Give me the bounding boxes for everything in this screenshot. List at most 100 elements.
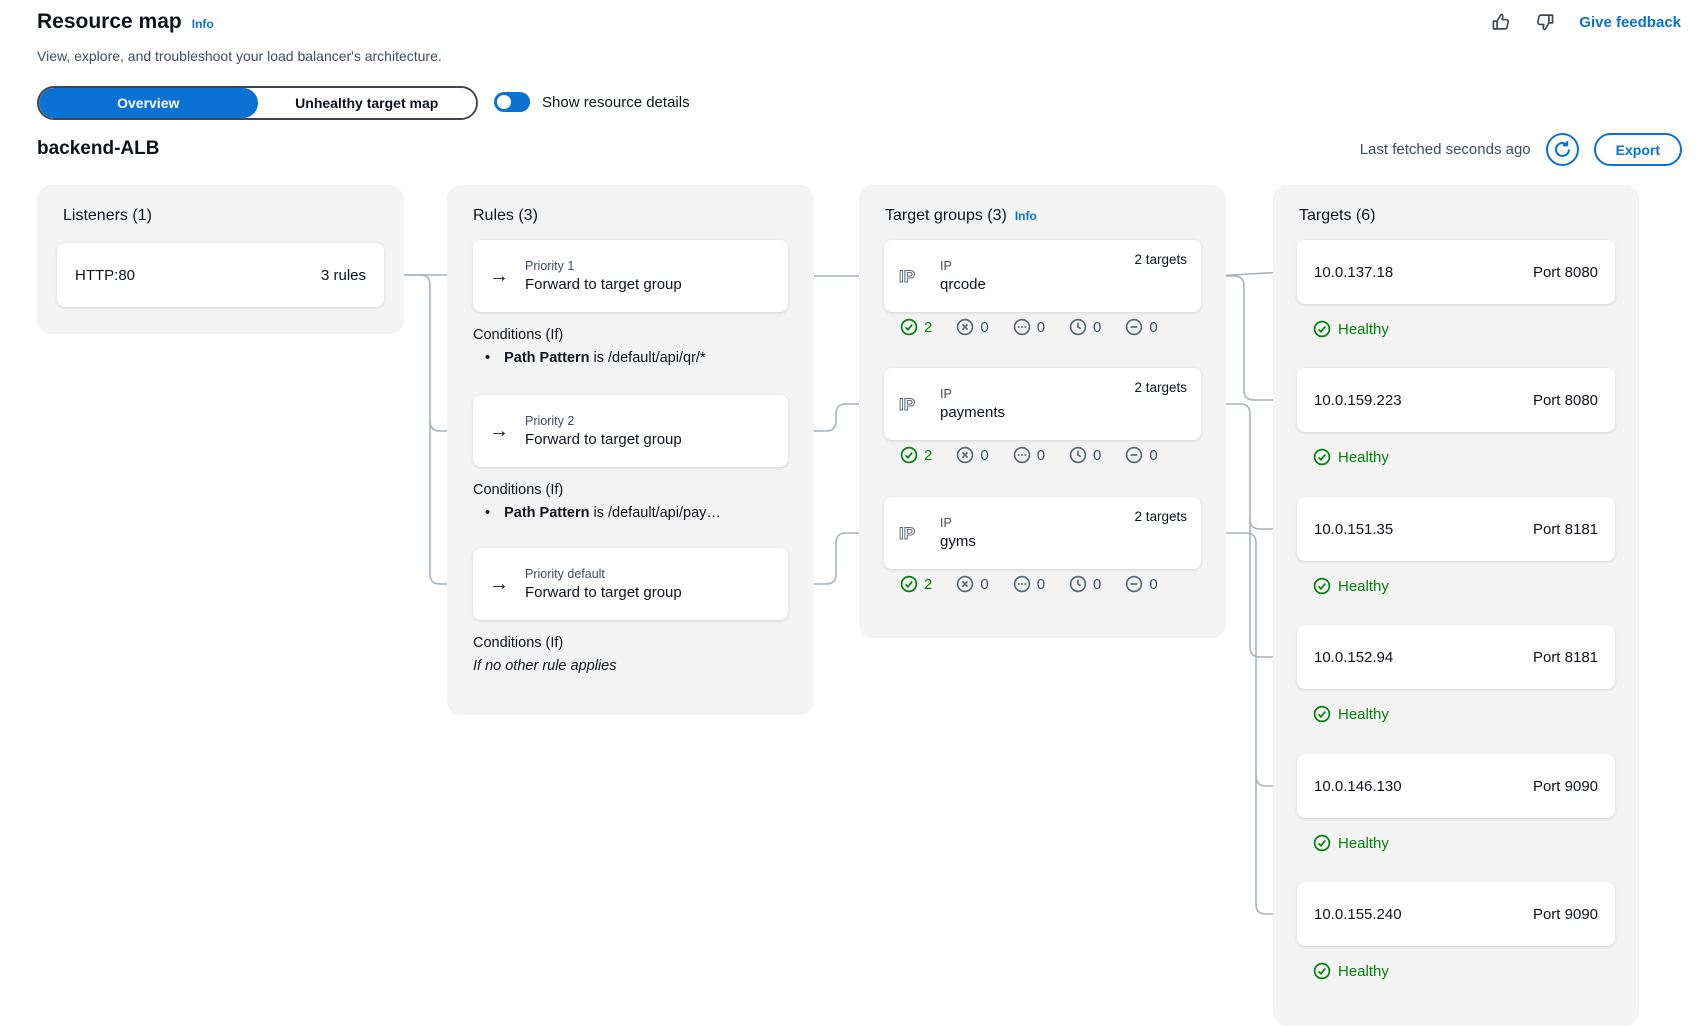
status-label: Healthy [1338, 321, 1389, 338]
listeners-panel: Listeners (1) HTTP:80 3 rules [37, 185, 404, 334]
forward-arrow-icon: → [489, 421, 509, 441]
target-groups-title-text: Target groups (3) [885, 207, 1007, 225]
unhealthy-count-icon [956, 575, 974, 593]
target-group-target-count: 2 targets [1134, 380, 1187, 395]
rule-priority: Priority 2 [525, 414, 682, 428]
rule-card-priority-default[interactable]: → Priority default Forward to target gro… [473, 548, 788, 620]
target-health-status: Healthy [1313, 834, 1389, 852]
target-card[interactable]: 10.0.146.130 Port 9090 [1297, 754, 1615, 818]
forward-arrow-icon: → [489, 574, 509, 594]
listener-card[interactable]: HTTP:80 3 rules [57, 243, 384, 307]
target-group-type: IP [940, 259, 986, 273]
unhealthy-count-icon [956, 446, 974, 464]
toggle-knob [497, 95, 511, 109]
rule-1-conditions: Conditions (If) • Path Pattern is /defau… [473, 327, 793, 366]
page-header: Resource map Info [37, 10, 214, 34]
status-label: Healthy [1338, 578, 1389, 595]
target-ip: 10.0.137.18 [1314, 264, 1393, 281]
healthy-count-icon [900, 575, 918, 593]
target-port: Port 9090 [1533, 778, 1598, 795]
target-group-card-payments[interactable]: IP IP payments 2 targets [884, 368, 1201, 440]
target-health-status: Healthy [1313, 962, 1389, 980]
refresh-icon [1553, 140, 1572, 159]
target-groups-panel-title: Target groups (3) Info [885, 207, 1037, 225]
target-card[interactable]: 10.0.151.35 Port 8181 [1297, 497, 1615, 561]
target-group-name: payments [940, 404, 1005, 421]
svg-text:IP: IP [899, 524, 915, 543]
rules-panel-title: Rules (3) [473, 207, 538, 225]
conditions-title: Conditions (If) [473, 635, 793, 651]
draining-count-icon [1069, 318, 1087, 336]
give-feedback-link[interactable]: Give feedback [1579, 14, 1681, 31]
draining-count-icon [1069, 446, 1087, 464]
show-resource-details-toggle[interactable] [494, 92, 530, 112]
target-port: Port 8181 [1533, 649, 1598, 666]
target-card[interactable]: 10.0.159.223 Port 8080 [1297, 368, 1615, 432]
healthy-icon [1313, 448, 1331, 466]
target-ip: 10.0.151.35 [1314, 521, 1393, 538]
unused-count-icon [1125, 575, 1143, 593]
rule-action: Forward to target group [525, 431, 682, 448]
target-groups-panel: Target groups (3) Info IP IP qrcode 2 ta… [859, 185, 1226, 638]
unused-count-icon [1125, 446, 1143, 464]
target-port: Port 8080 [1533, 392, 1598, 409]
forward-arrow-icon: → [489, 266, 509, 286]
healthy-icon [1313, 577, 1331, 595]
healthy-count-icon [900, 318, 918, 336]
svg-text:IP: IP [899, 395, 915, 414]
target-group-card-gyms[interactable]: IP IP gyms 2 targets [884, 497, 1201, 569]
target-health-status: Healthy [1313, 448, 1389, 466]
healthy-icon [1313, 320, 1331, 338]
target-group-name: gyms [940, 533, 976, 550]
page-title: Resource map [37, 10, 182, 34]
svg-text:IP: IP [899, 267, 915, 286]
target-card[interactable]: 10.0.137.18 Port 8080 [1297, 240, 1615, 304]
target-group-target-count: 2 targets [1134, 509, 1187, 524]
target-port: Port 9090 [1533, 906, 1598, 923]
export-button[interactable]: Export [1594, 133, 1682, 166]
tab-unhealthy-target-map[interactable]: Unhealthy target map [258, 88, 477, 118]
rule-action: Forward to target group [525, 276, 682, 293]
toggle-label: Show resource details [542, 94, 690, 111]
rule-priority: Priority 1 [525, 259, 682, 273]
target-group-status-row: 2 0 0 0 0 [900, 446, 1158, 464]
target-group-name: qrcode [940, 276, 986, 293]
rule-card-priority-1[interactable]: → Priority 1 Forward to target group [473, 240, 788, 312]
target-card[interactable]: 10.0.155.240 Port 9090 [1297, 882, 1615, 946]
rule-default-conditions: Conditions (If) If no other rule applies [473, 635, 793, 674]
target-ip: 10.0.155.240 [1314, 906, 1402, 923]
target-group-card-qrcode[interactable]: IP IP qrcode 2 targets [884, 240, 1201, 312]
tab-overview[interactable]: Overview [39, 88, 258, 118]
status-label: Healthy [1338, 449, 1389, 466]
target-groups-info-link[interactable]: Info [1015, 209, 1037, 223]
rule-2-conditions: Conditions (If) • Path Pattern is /defau… [473, 482, 793, 521]
condition-text: Path Pattern is /default/api/qr/* [504, 350, 706, 366]
ip-type-icon: IP [898, 393, 926, 415]
feedback-cluster: Give feedback [1491, 12, 1681, 32]
resource-details-toggle-row: Show resource details [494, 92, 690, 112]
refresh-button[interactable] [1546, 133, 1579, 166]
page-info-link[interactable]: Info [192, 17, 214, 31]
rule-priority: Priority default [525, 567, 682, 581]
targets-panel-title: Targets (6) [1299, 207, 1375, 225]
target-group-status-row: 2 0 0 0 0 [900, 318, 1158, 336]
unhealthy-count-icon [956, 318, 974, 336]
target-health-status: Healthy [1313, 705, 1389, 723]
listener-protocol: HTTP:80 [75, 267, 135, 284]
rule-card-priority-2[interactable]: → Priority 2 Forward to target group [473, 395, 788, 467]
target-ip: 10.0.152.94 [1314, 649, 1393, 666]
thumbs-down-icon[interactable] [1535, 12, 1555, 32]
target-health-status: Healthy [1313, 320, 1389, 338]
view-segmented-control: Overview Unhealthy target map [37, 86, 478, 120]
target-group-type: IP [940, 387, 1005, 401]
bullet: • [485, 505, 490, 521]
condition-text: If no other rule applies [473, 658, 793, 674]
bullet: • [485, 350, 490, 366]
target-card[interactable]: 10.0.152.94 Port 8181 [1297, 625, 1615, 689]
last-fetched-text: Last fetched seconds ago [1360, 141, 1531, 158]
rules-panel: Rules (3) → Priority 1 Forward to target… [447, 185, 814, 715]
target-ip: 10.0.146.130 [1314, 778, 1402, 795]
thumbs-up-icon[interactable] [1491, 12, 1511, 32]
page-description: View, explore, and troubleshoot your loa… [37, 48, 442, 64]
ip-type-icon: IP [898, 265, 926, 287]
